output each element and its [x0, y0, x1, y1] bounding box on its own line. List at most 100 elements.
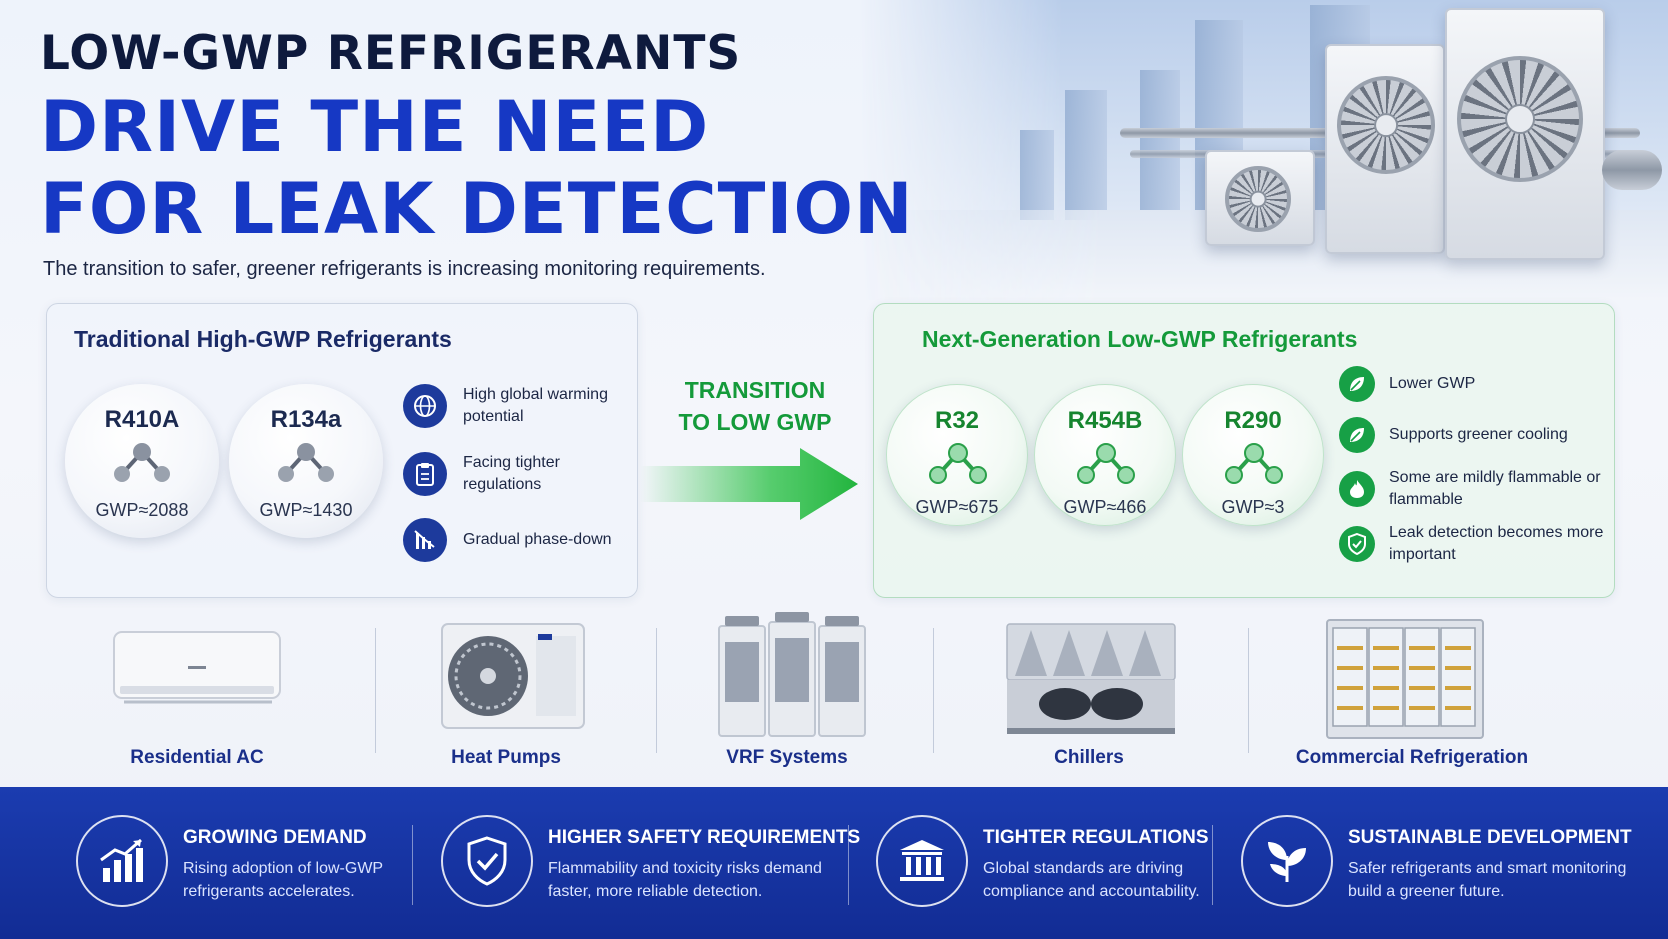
- rooftop-ac-unit: [1325, 44, 1445, 254]
- feature-text: High global warming potential: [463, 386, 608, 425]
- molecule-icon: [114, 443, 170, 482]
- refrigerant-bubble-r134a: R134a GWP≈1430: [229, 384, 383, 538]
- split-ac-icon: [113, 631, 281, 704]
- feature-text: Gradual phase-down: [463, 531, 612, 548]
- subtitle: The transition to safer, greener refrige…: [43, 258, 766, 280]
- equipment-label: VRF Systems: [726, 747, 848, 768]
- clipboard-icon: [403, 452, 447, 496]
- driver-title: SUSTAINABLE DEVELOPMENT: [1348, 827, 1632, 848]
- refrigerant-gwp: GWP≈2088: [95, 500, 189, 520]
- globe-icon: [403, 384, 447, 428]
- growth-chart-icon: [76, 815, 168, 907]
- refrigerant-bubble-r410a: R410A GWP≈2088: [65, 384, 219, 538]
- panel-title: Next-Generation Low-GWP Refrigerants: [922, 326, 1358, 352]
- shield-icon: [1339, 526, 1375, 562]
- panel-title: Traditional High-GWP Refrigerants: [74, 326, 452, 352]
- feature-phase-down: Gradual phase-down: [403, 518, 633, 562]
- molecule-icon: [1225, 443, 1283, 484]
- driver-desc: Global standards are driving compliance …: [983, 860, 1200, 900]
- divider: [412, 825, 413, 905]
- flame-icon: [1339, 471, 1375, 507]
- refrigerant-name: R290: [1224, 407, 1282, 434]
- refrigerant-gwp: GWP≈3: [1221, 497, 1285, 517]
- equipment-label: Heat Pumps: [451, 747, 561, 768]
- equipment-residential-ac: Residential AC: [57, 612, 337, 782]
- equipment-vrf-systems: VRF Systems: [647, 612, 927, 782]
- refrigerant-bubble-r32: R32 GWP≈675: [886, 384, 1028, 526]
- feature-lower-gwp: Lower GWP: [1339, 366, 1604, 402]
- city-building: [1020, 130, 1054, 220]
- feature-greener-cooling: Supports greener cooling: [1339, 417, 1604, 453]
- city-building: [1140, 70, 1180, 220]
- refrigerant-bubble-r290: R290 GWP≈3: [1182, 384, 1324, 526]
- traditional-refrigerants-panel: Traditional High-GWP Refrigerants R410A …: [46, 303, 638, 598]
- transition-line2: TO LOW GWP: [678, 409, 832, 435]
- refrigerant-bubble-r454b: R454B GWP≈466: [1034, 384, 1176, 526]
- feature-text: Some are mildly flammable or flammable: [1389, 469, 1601, 508]
- drivers-band: GROWING DEMAND Rising adoption of low-GW…: [0, 787, 1668, 939]
- feature-flammable: Some are mildly flammable or flammable: [1339, 467, 1604, 511]
- shield-check-icon: [441, 815, 533, 907]
- headline-main-line2: FOR LEAK DETECTION: [40, 168, 914, 250]
- vrf-icon: [718, 612, 866, 737]
- government-building-icon: [876, 815, 968, 907]
- fan-icon: [1225, 166, 1291, 232]
- refrigerant-name: R454B: [1067, 407, 1143, 434]
- leaf-icon: [1339, 366, 1375, 402]
- transition-label: TRANSITION TO LOW GWP: [670, 374, 840, 438]
- divider: [656, 628, 657, 753]
- equipment-label: Residential AC: [130, 747, 264, 768]
- refrigerant-name: R134a: [270, 406, 342, 433]
- rooftop-pipe: [1602, 150, 1662, 190]
- feature-leak-detection: Leak detection becomes more important: [1339, 522, 1604, 566]
- driver-title: HIGHER SAFETY REQUIREMENTS: [548, 827, 861, 848]
- molecule-icon: [929, 443, 987, 484]
- divider: [375, 628, 376, 753]
- headline-main-line1: DRIVE THE NEED: [40, 86, 710, 168]
- equipment-heat-pumps: Heat Pumps: [366, 612, 646, 782]
- refrigerant-gwp: GWP≈1430: [259, 500, 353, 520]
- equipment-chillers: Chillers: [949, 612, 1229, 782]
- divider: [848, 825, 849, 905]
- refrigerant-name: R410A: [104, 406, 180, 433]
- leaf-icon: [1339, 417, 1375, 453]
- rooftop-ac-unit: [1205, 150, 1315, 246]
- molecule-icon: [1077, 443, 1135, 484]
- driver-desc: Safer refrigerants and smart monitoring …: [1348, 860, 1627, 900]
- transition-line1: TRANSITION: [684, 377, 826, 403]
- divider: [1248, 628, 1249, 753]
- display-fridge-icon: [1326, 619, 1484, 739]
- driver-title: GROWING DEMAND: [183, 827, 367, 848]
- equipment-label: Commercial Refrigeration: [1295, 747, 1529, 768]
- driver-title: TIGHTER REGULATIONS: [983, 827, 1209, 848]
- transition-arrow-icon: [640, 448, 858, 520]
- feature-text: Lower GWP: [1389, 375, 1476, 392]
- chart-down-icon: [403, 518, 447, 562]
- chiller-icon: [1006, 623, 1176, 734]
- rooftop-ac-unit: [1445, 8, 1605, 260]
- driver-desc: Flammability and toxicity risks demand f…: [548, 860, 822, 900]
- molecule-icon: [278, 443, 334, 482]
- feature-high-gwp: High global warming potential: [403, 384, 633, 428]
- refrigerant-name: R32: [934, 407, 980, 434]
- headline-main: DRIVE THE NEED FOR LEAK DETECTION: [40, 86, 914, 250]
- equipment-commercial-refrigeration: Commercial Refrigeration: [1272, 612, 1552, 782]
- fan-icon: [1457, 56, 1583, 182]
- refrigerant-gwp: GWP≈466: [1063, 497, 1147, 517]
- divider: [933, 628, 934, 753]
- leaves-icon: [1241, 815, 1333, 907]
- heat-pump-icon: [441, 623, 585, 729]
- fan-icon: [1337, 76, 1435, 174]
- hero-rooftop-illustration: [860, 0, 1668, 300]
- feature-regulations: Facing tighter regulations: [403, 452, 633, 496]
- divider: [1212, 825, 1213, 905]
- next-gen-refrigerants-panel: Next-Generation Low-GWP Refrigerants R32…: [873, 303, 1615, 598]
- city-building: [1065, 90, 1107, 220]
- refrigerant-gwp: GWP≈675: [915, 497, 999, 517]
- driver-desc: Rising adoption of low-GWP refrigerants …: [183, 860, 383, 900]
- feature-text: Leak detection becomes more important: [1389, 524, 1604, 563]
- feature-text: Supports greener cooling: [1389, 426, 1568, 443]
- headline-top: LOW-GWP REFRIGERANTS: [40, 26, 742, 81]
- equipment-label: Chillers: [1054, 747, 1124, 768]
- feature-text: Facing tighter regulations: [463, 454, 560, 493]
